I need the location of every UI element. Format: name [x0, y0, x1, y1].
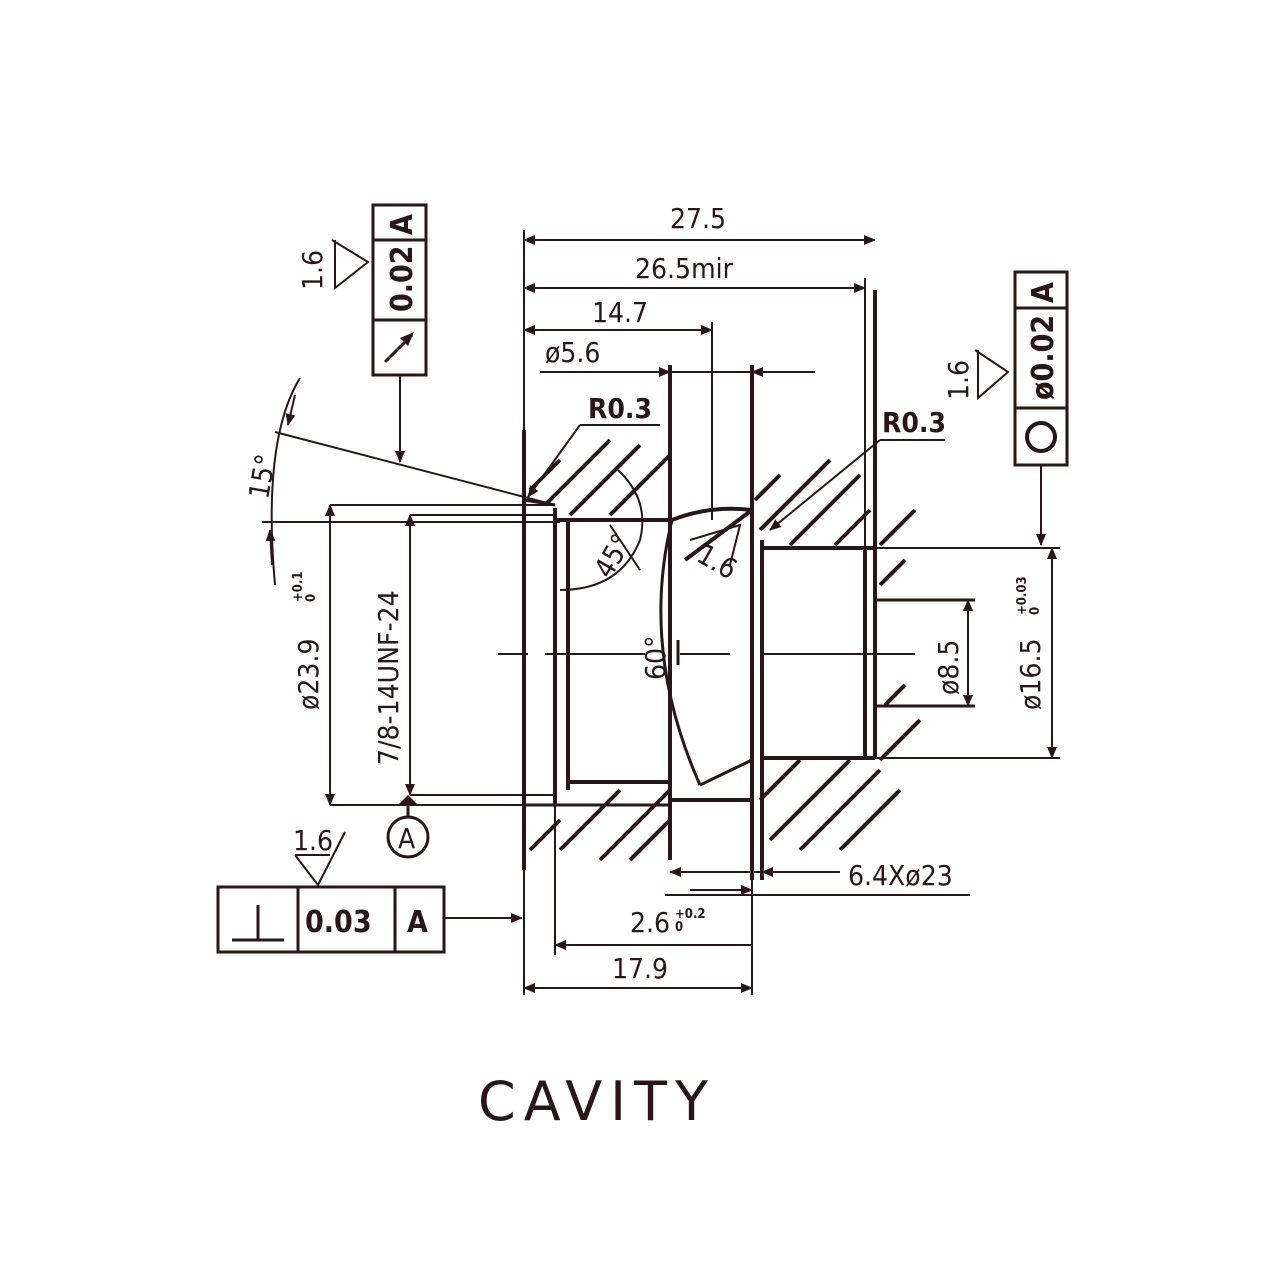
dim-depth-2-6: 2.6 [630, 906, 670, 939]
dim-dia-5-6: ø5.6 [545, 336, 600, 369]
dim-length-14-7: 14.7 [592, 296, 648, 329]
finish-symbol-bottom-icon [294, 831, 346, 887]
perpendicularity-icon [232, 905, 284, 942]
dim-thread: 7/8-14UNF-24 [372, 590, 405, 765]
dim-dia-23-9-tol: +0.10 [291, 571, 319, 602]
dim-radius-right: R0.3 [882, 406, 946, 439]
dimension-lines [262, 230, 1060, 995]
fcf-left: A 0.02 1.6 [296, 203, 428, 463]
dim-dia-23-9-group: ø23.9 +0.10 [291, 571, 325, 710]
dim-dia-16-5: ø16.5 [1014, 639, 1047, 710]
datum-marker-a: A [386, 795, 430, 859]
dim-angle-15: 15° [242, 452, 282, 502]
finish-symbol-left-icon [331, 239, 370, 291]
fcf-left-tolerance: 0.02 [385, 245, 420, 312]
fcf-bottom-finish: 1.6 [293, 824, 333, 857]
dim-dia-16-5-group: ø16.5 +0.030 [1014, 576, 1047, 710]
fcf-right: A ø0.02 1.6 [942, 270, 1069, 546]
part-outline [498, 290, 975, 880]
datum-label: A [398, 822, 416, 855]
drawing-title: CAVITY [478, 1070, 716, 1133]
fcf-left-datum: A [385, 214, 420, 235]
dim-overall-length: 27.5 [670, 202, 726, 235]
fcf-bottom-tolerance: 0.03 [305, 905, 372, 940]
dim-angle-45: 45° [587, 528, 638, 583]
dim-dia-23-9: ø23.9 [292, 639, 325, 710]
dim-radius-left: R0.3 [588, 392, 652, 425]
dim-dia-16-5-tol: +0.030 [1015, 576, 1043, 615]
concentricity-icon [1025, 421, 1057, 453]
dim-dia-8-5: ø8.5 [932, 640, 965, 695]
fcf-bottom: 0.03 A 1.6 [216, 824, 523, 954]
fcf-right-tolerance: ø0.02 [1026, 315, 1061, 400]
dim-counterbore: 6.4Xø23 [848, 859, 953, 892]
finish-inner-icon [689, 523, 742, 566]
finish-symbol-right-icon [974, 349, 1010, 401]
dim-length-17-9: 17.9 [612, 952, 668, 985]
dim-length-min: 26.5mir [635, 252, 734, 285]
fcf-bottom-datum: A [407, 905, 428, 940]
runout-icon [383, 332, 414, 364]
section-hatching [528, 438, 922, 862]
fcf-right-finish: 1.6 [942, 360, 975, 400]
dim-angle-60: 60° [639, 635, 672, 680]
fcf-right-datum: A [1026, 282, 1061, 303]
fcf-left-finish: 1.6 [296, 250, 329, 290]
